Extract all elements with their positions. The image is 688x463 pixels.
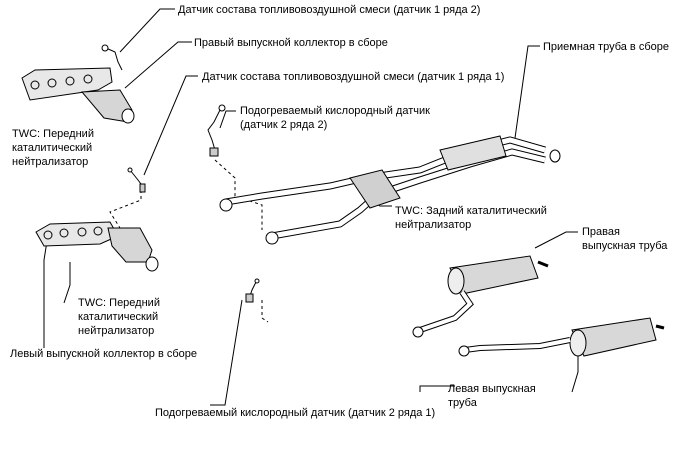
label-twc-front-right: TWC: Передний каталитический нейтрализат… [12,128,94,168]
label-af-sensor-b1s1: Датчик состава топливовоздушной смеси (д… [202,71,505,83]
label-ho2-b2s2: Подогреваемый кислородный датчик (датчик… [240,105,430,131]
right-tail-pipe-drawing [412,255,549,338]
dashed-connectors [109,159,269,323]
leader-lines [43,8,579,406]
label-af-sensor-b2s1: Датчик состава топливовоздушной смеси (д… [178,4,481,16]
left-tail-pipe-drawing [458,317,665,357]
label-left-tail-pipe: Левая выпускная труба [448,383,536,409]
left-manifold-drawing [35,221,159,272]
label-front-pipe: Приемная труба в сборе [543,41,669,53]
label-twc-rear: TWC: Задний каталитический нейтрализатор [395,205,547,231]
label-ho2-b1s2: Подогреваемый кислородный датчик (датчик… [155,407,436,419]
ho2-b2s2-drawing [207,104,226,157]
label-right-tail-pipe: Правая выпускная труба [582,226,668,252]
ho2-b1s2-drawing [245,278,260,303]
right-manifold-drawing [21,44,135,124]
label-twc-front-left: TWC: Передний каталитический нейтрализат… [78,297,160,337]
label-left-manifold: Левый выпускной коллектор в сборе [10,348,198,360]
af-sensor-b1s1-drawing [127,167,146,193]
front-pipe-drawing [219,135,561,245]
label-right-manifold: Правый выпускной коллектор в сборе [194,37,388,49]
